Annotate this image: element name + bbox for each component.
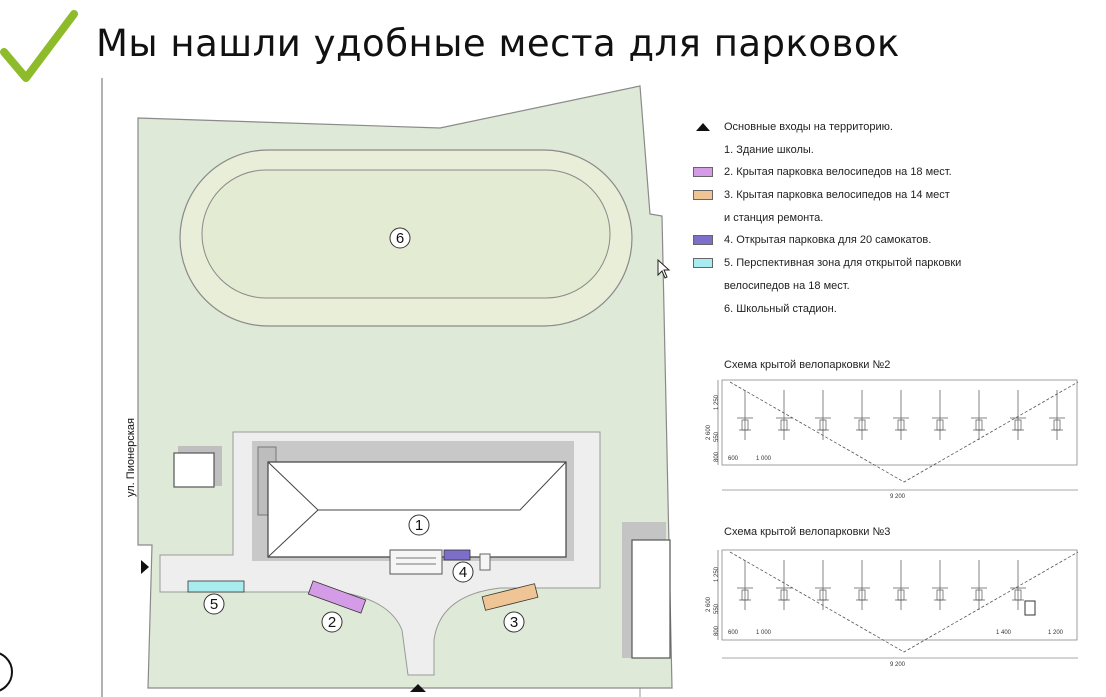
bike-icon (776, 560, 792, 610)
legend-swatch (693, 235, 713, 246)
small-building (173, 452, 215, 488)
scheme-3-title: Схема крытой велопарковки №3 (724, 526, 891, 538)
svg-text:1: 1 (415, 517, 423, 534)
legend-text: 3. Крытая парковка велосипедов на 14 мес… (724, 189, 950, 202)
zone-5-prospective-parking (187, 580, 245, 593)
corner-circle (0, 652, 13, 692)
legend-text: Основные входы на территорию. (724, 121, 893, 133)
legend-text: 4. Открытая парковка для 20 самокатов. (724, 234, 932, 247)
bike-icon (971, 390, 987, 440)
zone-label-6: 6 (389, 227, 411, 249)
svg-text:3: 3 (510, 614, 518, 631)
scheme-2-title: Схема крытой велопарковки №2 (724, 359, 891, 371)
bike-icon (854, 390, 870, 440)
dim-height: 2 600 (706, 424, 712, 440)
dim-mid: 550 (714, 431, 720, 442)
legend-text: 6. Школьный стадион. (724, 302, 837, 315)
legend-text: 1. Здание школы. (724, 143, 814, 156)
bike-icon (815, 390, 831, 440)
zone-label-4: 4 (452, 561, 474, 583)
dim-length: 9 200 (890, 662, 906, 668)
legend-item: 5. Перспективная зона для открытой парко… (690, 252, 990, 275)
entrance-triangle-icon (696, 123, 710, 131)
bike-icon (932, 560, 948, 610)
dim-top: 1 250 (714, 566, 720, 582)
dim-left: 600 (728, 630, 739, 636)
dim-right1: 1 400 (996, 630, 1012, 636)
dim-left2: 1 000 (756, 456, 772, 462)
legend-item: велосипедов на 18 мест. (690, 275, 990, 298)
bike-icon (1049, 390, 1065, 440)
entrance-marker-west (141, 560, 149, 574)
legend-text: 5. Перспективная зона для открытой парко… (724, 257, 962, 270)
scheme-2-drawing: 9 200 600 1 000 2 600 1 250 550 800 (706, 379, 1079, 500)
street-label: ул. Пионерская (125, 418, 137, 497)
bike-icon (1010, 390, 1026, 440)
school-building (252, 441, 574, 575)
legend-item: 4. Открытая парковка для 20 самокатов. (690, 229, 990, 252)
bike-racks (737, 390, 1065, 440)
zone-2-covered-parking (307, 580, 367, 614)
dim-left2: 1 000 (756, 630, 772, 636)
bike-icon (932, 390, 948, 440)
legend-swatch (693, 258, 713, 269)
zone-label-3: 3 (503, 611, 525, 633)
bike-icon (776, 390, 792, 440)
dim-right2: 1 200 (1048, 630, 1064, 636)
dim-bottom: 800 (714, 451, 720, 462)
bike-icon (737, 560, 753, 610)
dim-length: 9 200 (890, 494, 906, 500)
zone-label-5: 5 (203, 593, 225, 615)
bike-icon (854, 560, 870, 610)
legend-item: Основные входы на территорию. (690, 116, 990, 139)
bike-icon (815, 560, 831, 610)
cursor-icon (657, 258, 671, 279)
dim-top: 1 250 (714, 394, 720, 410)
zone-label-2: 2 (321, 611, 343, 633)
bike-icon (893, 560, 909, 610)
bike-racks (737, 560, 1026, 610)
bike-icon (737, 390, 753, 440)
checkmark-icon (0, 10, 78, 82)
zone-label-1: 1 (408, 514, 430, 536)
legend-text: и станция ремонта. (724, 211, 824, 224)
legend-item: 2. Крытая парковка велосипедов на 18 мес… (690, 161, 990, 184)
legend-item: 6. Школьный стадион. (690, 298, 990, 321)
outbuilding (631, 539, 671, 659)
scheme-3-drawing: 9 200 600 1 000 1 400 1 200 2 600 1 250 … (706, 549, 1079, 668)
dim-left: 600 (728, 456, 739, 462)
legend-swatch (693, 167, 713, 178)
zone-4-scooter-parking (443, 549, 471, 561)
page-title: Мы нашли удобные места для парковок (96, 22, 900, 65)
legend-text: 2. Крытая парковка велосипедов на 18 мес… (724, 166, 952, 179)
svg-text:2: 2 (328, 614, 336, 631)
zone-3-covered-parking (481, 583, 539, 611)
legend: Основные входы на территорию. 1. Здание ш… (690, 116, 990, 320)
legend-item: и станция ремонта. (690, 207, 990, 230)
svg-text:6: 6 (396, 230, 404, 247)
bike-icon (971, 560, 987, 610)
dim-height: 2 600 (706, 596, 712, 612)
dim-mid: 550 (714, 603, 720, 614)
bike-icon (1010, 560, 1026, 610)
svg-text:5: 5 (210, 596, 218, 613)
entrance-marker-south (410, 684, 426, 692)
legend-item: 3. Крытая парковка велосипедов на 14 мес… (690, 184, 990, 207)
legend-swatch (693, 190, 713, 201)
bike-icon (893, 390, 909, 440)
dim-bottom: 800 (714, 625, 720, 636)
legend-text: велосипедов на 18 мест. (724, 279, 850, 292)
svg-text:4: 4 (459, 564, 467, 581)
legend-item: 1. Здание школы. (690, 139, 990, 162)
